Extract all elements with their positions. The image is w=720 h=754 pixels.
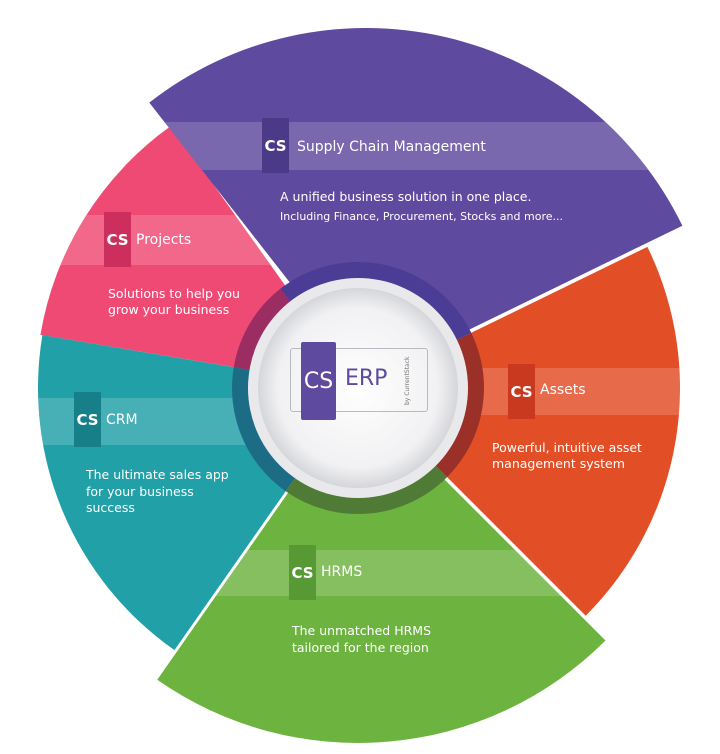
- assets-desc-2: management system: [492, 456, 625, 471]
- hrms-desc-1: The unmatched HRMS: [292, 623, 432, 638]
- assets-tag: CS: [508, 364, 535, 419]
- crm-desc-1: The ultimate sales app: [86, 467, 229, 482]
- hrms-tag: CS: [289, 545, 316, 600]
- scm-title[interactable]: Supply Chain Management: [297, 139, 486, 155]
- center-disc: [258, 288, 458, 488]
- projects-title[interactable]: Projects: [136, 232, 192, 248]
- projects-desc-2: grow your business: [108, 302, 230, 317]
- erp-logo-byline: by CurrentStack: [404, 356, 411, 405]
- crm-desc-3: success: [86, 500, 135, 515]
- assets-desc-1: Powerful, intuitive asset: [492, 440, 642, 455]
- erp-logo-tag: CS: [301, 342, 336, 420]
- assets-segment[interactable]: [358, 246, 680, 616]
- assets-title[interactable]: Assets: [540, 382, 586, 398]
- scm-segment[interactable]: [149, 28, 683, 381]
- crm-tag: CS: [74, 392, 101, 447]
- scm-label-band: [149, 122, 683, 170]
- projects-desc-1: Solutions to help you: [108, 286, 240, 301]
- hrms-segment[interactable]: [157, 393, 606, 743]
- scm-desc-2: Including Finance, Procurement, Stocks a…: [280, 210, 563, 223]
- scm-desc-1: A unified business solution in one place…: [280, 189, 532, 204]
- hrms-title[interactable]: HRMS: [321, 564, 363, 580]
- scm-tag: CS: [262, 118, 289, 173]
- erp-logo-frame: [290, 348, 428, 412]
- hrms-desc-2: tailored for the region: [292, 640, 429, 655]
- projects-tag: CS: [104, 212, 131, 267]
- crm-desc-2: for your business: [86, 484, 194, 499]
- crm-title[interactable]: CRM: [106, 412, 138, 428]
- erp-logo-title[interactable]: ERP: [345, 366, 388, 391]
